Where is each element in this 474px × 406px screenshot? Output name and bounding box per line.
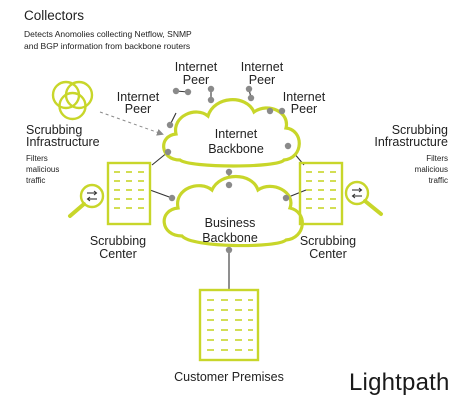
- router-node: [282, 194, 290, 202]
- filters-left-line1: Filters: [26, 154, 48, 163]
- scrubbing-infra-left-line1: Scrubbing: [26, 123, 82, 137]
- router-node: [184, 88, 192, 96]
- internet-peer-2-line1: Internet: [241, 60, 284, 74]
- internet-peer-3-line2: Peer: [125, 102, 151, 116]
- scrubbing-infra-right-line1: Scrubbing: [392, 123, 448, 137]
- router-node: [207, 85, 215, 93]
- scrubbing-left-magnifier-icon: [68, 183, 105, 218]
- filters-right-line2: malicious: [415, 165, 448, 174]
- venn-circles-icon: [51, 80, 94, 121]
- router-node: [266, 107, 274, 115]
- collectors-subtitle-line1: Detects Anomolies collecting Netflow, SN…: [24, 29, 192, 39]
- internet-backbone-cloud: [162, 98, 301, 168]
- router-node: [225, 246, 233, 254]
- filters-right-line1: Filters: [426, 154, 448, 163]
- collectors-title: Collectors: [24, 8, 84, 23]
- internet-peer-4-line1: Internet: [283, 90, 326, 104]
- router-nodes: [164, 85, 292, 254]
- internet-peer-4-line2: Peer: [291, 102, 317, 116]
- scrubbing-center-right-building-icon: [298, 161, 344, 226]
- business-backbone-label-line1: Business: [205, 216, 256, 230]
- lightpath-logo: Lightpath: [349, 369, 450, 396]
- internet-backbone-label-line2: Backbone: [208, 142, 264, 156]
- router-node: [172, 87, 180, 95]
- router-node: [168, 194, 176, 202]
- business-backbone-cloud: [162, 175, 304, 248]
- router-node: [164, 148, 172, 156]
- internet-peer-1-line1: Internet: [175, 60, 218, 74]
- router-node: [247, 94, 255, 102]
- router-node: [207, 96, 215, 104]
- router-node: [278, 107, 286, 115]
- filters-right-line3: traffic: [429, 176, 448, 185]
- router-node: [245, 85, 253, 93]
- customer-premises-label: Customer Premises: [174, 370, 284, 384]
- router-node: [284, 142, 292, 150]
- router-node: [225, 168, 233, 176]
- internet-peer-1-line2: Peer: [183, 73, 209, 87]
- internet-peer-3-line1: Internet: [117, 90, 160, 104]
- collector-dashed-arrow: [99, 111, 164, 136]
- scrubbing-center-left-line2: Center: [99, 247, 137, 261]
- scrubbing-center-right-line1: Scrubbing: [300, 234, 356, 248]
- internet-peer-2-line2: Peer: [249, 73, 275, 87]
- router-node: [225, 181, 233, 189]
- internet-backbone-label-line1: Internet: [215, 127, 258, 141]
- scrubbing-center-left-line1: Scrubbing: [90, 234, 146, 248]
- scrubbing-infra-right-line2: Infrastructure: [374, 135, 448, 149]
- customer-building-icon: [198, 288, 260, 362]
- scrubbing-infra-left-line2: Infrastructure: [26, 135, 100, 149]
- collectors-subtitle-line2: and BGP information from backbone router…: [24, 41, 190, 51]
- scrubbing-right-magnifier-icon: [344, 180, 383, 216]
- scrubbing-center-left-building-icon: [106, 161, 152, 226]
- router-node: [166, 121, 174, 129]
- filters-left-line3: traffic: [26, 176, 45, 185]
- scrubbing-center-right-line2: Center: [309, 247, 347, 261]
- filters-left-line2: malicious: [26, 165, 59, 174]
- business-backbone-label-line2: Backbone: [202, 231, 258, 245]
